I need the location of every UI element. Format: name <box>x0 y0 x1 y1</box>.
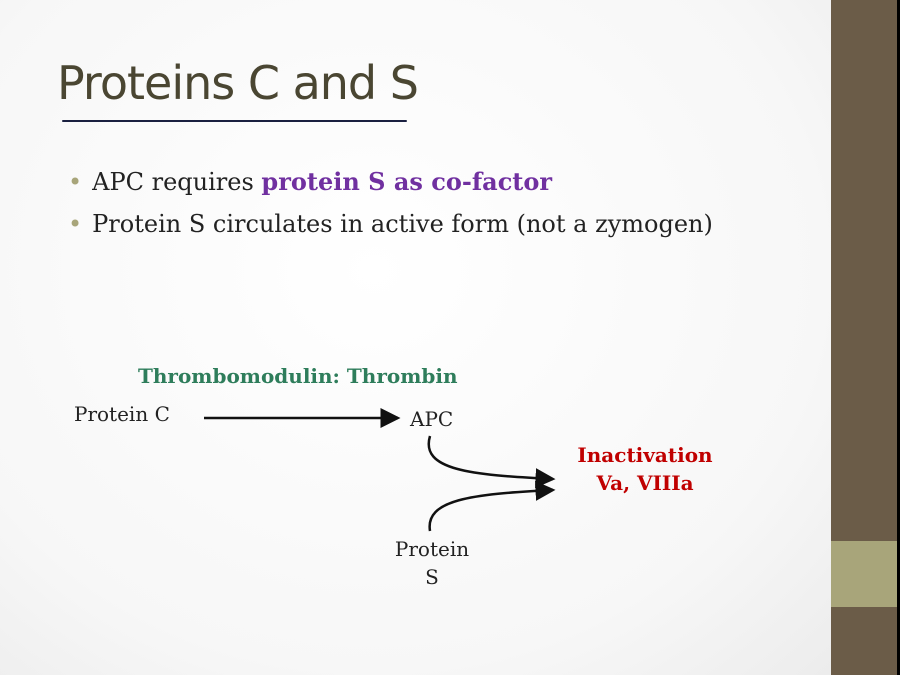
title-underline <box>62 120 407 122</box>
bullet-text: APC requires <box>92 168 262 196</box>
bullet-text: Protein S circulates in active form (not… <box>92 210 713 238</box>
apc-label: APC <box>410 407 454 431</box>
protein-s-label: Protein S <box>392 537 472 589</box>
diagram-arrows <box>204 408 556 532</box>
bullet-list: • APC requires protein S as co-factor • Pr… <box>68 166 713 250</box>
bullet-item: • APC requires protein S as co-factor <box>68 166 713 198</box>
protein-s-line2: S <box>425 565 439 589</box>
enzyme-label: Thrombomodulin: Thrombin <box>138 364 458 388</box>
slide-title: Proteins C and S <box>57 56 419 110</box>
bullet-icon: • <box>68 168 83 196</box>
bullet-highlight: protein S as co-factor <box>261 167 553 196</box>
bullet-icon: • <box>68 210 83 238</box>
result-line2: Va, VIIIa <box>596 471 694 495</box>
protein-c-label: Protein C <box>74 402 170 426</box>
protein-s-line1: Protein <box>394 537 470 561</box>
sidebar-accent-block <box>831 541 897 607</box>
window-edge <box>897 0 900 675</box>
arrow-protein-s-to-inactivation <box>428 480 556 532</box>
result-label: Inactivation Va, VIIIa <box>570 443 720 495</box>
slide <box>0 0 831 675</box>
bullet-item: • Protein S circulates in active form (no… <box>68 208 713 240</box>
result-line1: Inactivation <box>577 443 713 467</box>
arrow-apc-to-inactivation <box>427 435 556 489</box>
